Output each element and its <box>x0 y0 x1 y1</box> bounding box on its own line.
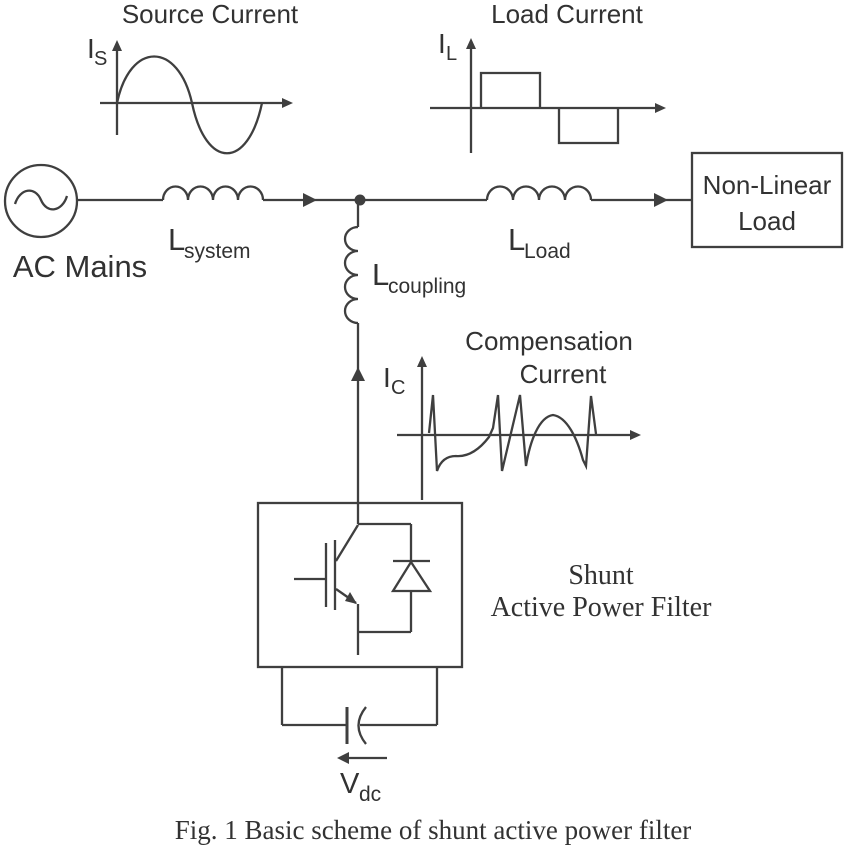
compensation-axis-symbol: I <box>383 362 391 393</box>
comp-plot-y-arrow-icon <box>417 356 427 367</box>
vdc-subscript: dc <box>359 783 381 806</box>
diode-top-link <box>358 522 413 561</box>
source-plot-y-arrow-icon <box>112 40 122 51</box>
diode-bottom-link <box>358 591 413 634</box>
compensation-waveform <box>427 394 598 472</box>
main-bus <box>77 193 692 207</box>
ac-sine-icon <box>13 189 69 211</box>
igbt-symbol <box>294 524 360 655</box>
inductor-coupling-symbol <box>343 225 359 325</box>
compensation-current-plot <box>397 356 641 500</box>
capacitor-curved-plate <box>357 706 367 745</box>
inductor-load-symbol-label: L <box>508 222 525 257</box>
inductor-system-symbol-label: L <box>168 222 185 257</box>
load-axis-symbol: I <box>438 28 446 59</box>
source-plot-x-arrow-icon <box>282 98 293 108</box>
compensation-title-line2: Current <box>520 359 607 389</box>
apf-outline <box>256 501 464 669</box>
source-axis-subscript: S <box>94 48 107 70</box>
diode-triangle <box>390 559 433 593</box>
dc-bus-leads <box>280 667 439 725</box>
source-axis-symbol: I <box>87 33 95 64</box>
compensation-current-arrow-icon <box>351 367 365 381</box>
source-current-plot <box>100 40 293 155</box>
ac-source <box>3 163 79 239</box>
freewheel-diode-symbol <box>358 522 433 634</box>
igbt-emitter-arrow-icon <box>345 592 357 604</box>
inductor-system-subscript: system <box>184 240 251 263</box>
compensation-axis-subscript: C <box>391 377 405 399</box>
load-plot-x-arrow-icon <box>655 103 666 113</box>
source-sine-waveform <box>115 55 264 155</box>
source-current-title: Source Current <box>122 0 299 29</box>
inductor-system-symbol <box>161 185 265 201</box>
load-current-title: Load Current <box>491 0 644 29</box>
dc-link <box>280 667 439 764</box>
inductor-coupling-symbol-label: L <box>372 257 389 292</box>
coupling-branch <box>343 200 365 524</box>
nonlinear-load-label-line2: Load <box>738 206 796 236</box>
nonlinear-load-label-line1: Non-Linear <box>703 170 832 200</box>
inductor-load-subscript: Load <box>524 240 571 263</box>
vdc-arrow-icon <box>337 752 349 764</box>
load-plot-y-arrow-icon <box>466 38 476 49</box>
bus-junction-dot <box>354 194 366 206</box>
figure-caption: Fig. 1 Basic scheme of shunt active powe… <box>175 815 692 845</box>
bus-current-arrow-icon <box>303 193 317 207</box>
load-square-waveform <box>479 71 620 145</box>
filter-label-line2: Active Power Filter <box>491 592 713 623</box>
nonlinear-load-box <box>690 151 844 249</box>
inductor-load-symbol <box>485 185 593 201</box>
igbt-collector <box>335 524 359 562</box>
compensation-title-line1: Compensation <box>465 326 633 356</box>
load-current-arrow-icon <box>654 193 668 207</box>
apf-box <box>256 501 464 669</box>
filter-label-line1: Shunt <box>568 560 634 591</box>
load-current-plot <box>430 38 666 153</box>
ac-mains-label: AC Mains <box>13 249 147 284</box>
inductor-coupling-subscript: coupling <box>388 275 466 298</box>
load-axis-subscript: L <box>446 43 457 65</box>
comp-plot-x-arrow-icon <box>630 430 641 440</box>
vdc-symbol: V <box>340 768 360 800</box>
